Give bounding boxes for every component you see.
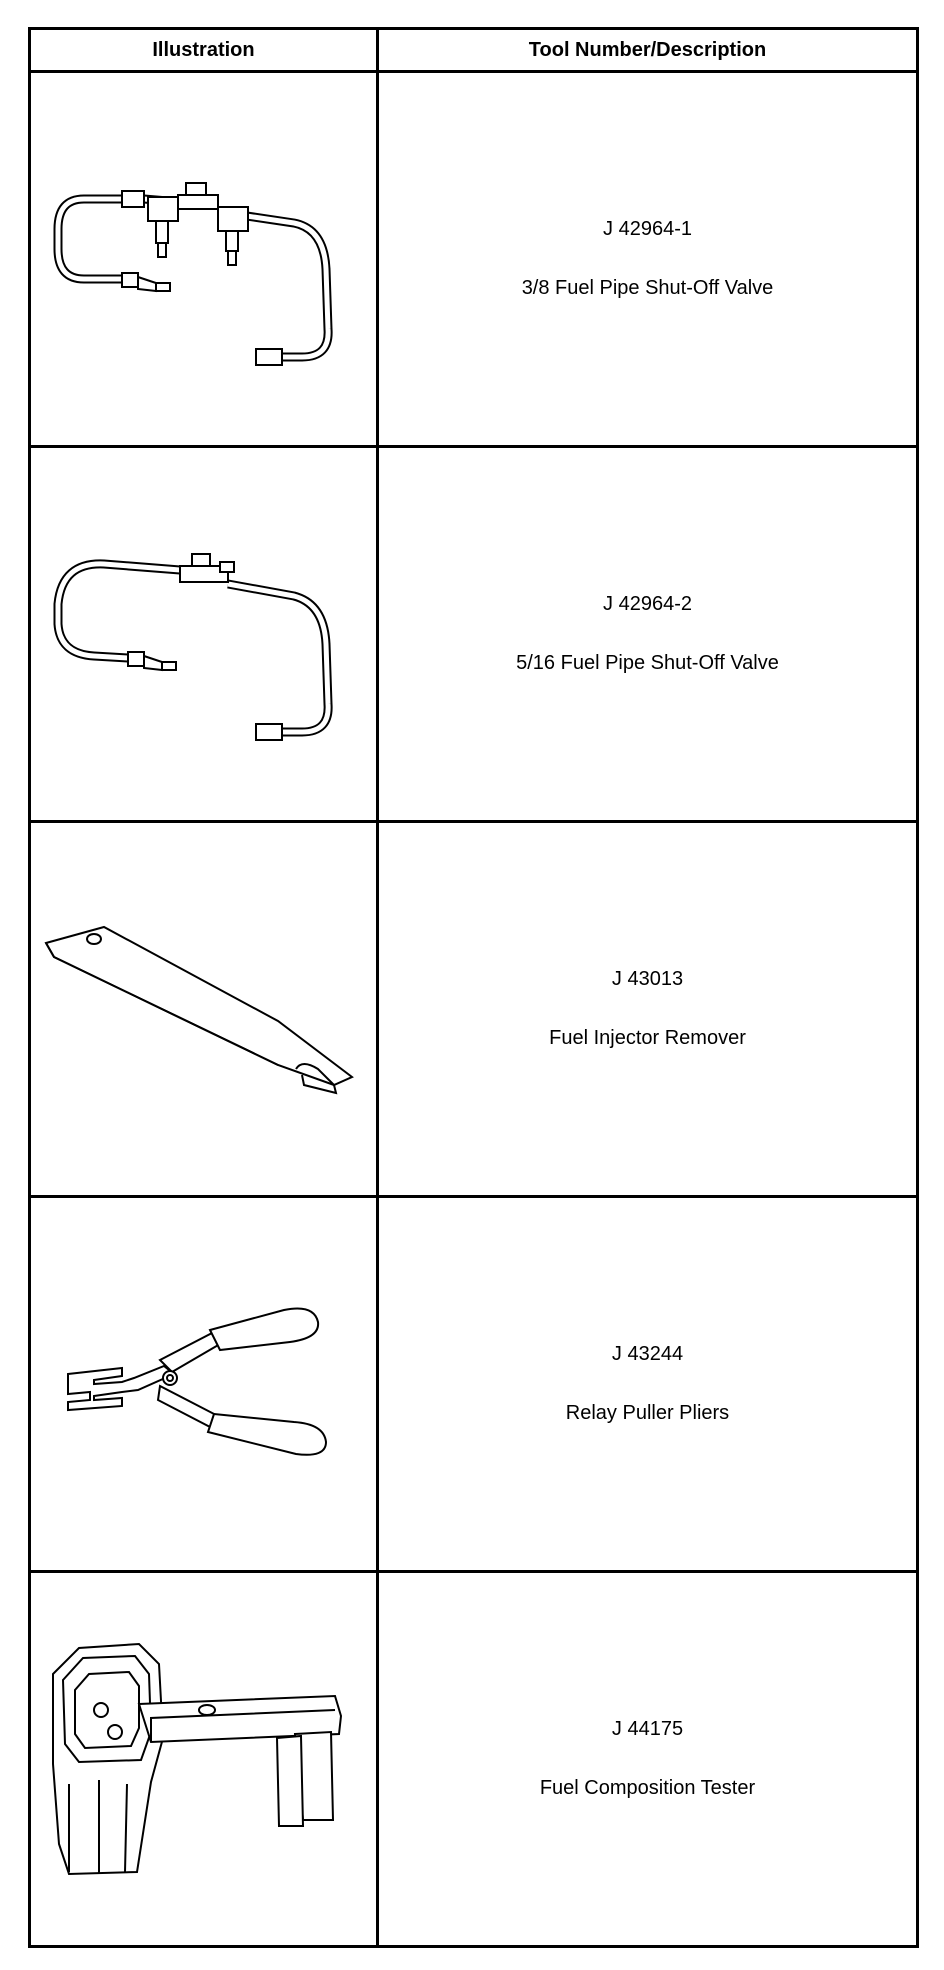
fuel-pipe-shutoff-valve-icon [53,553,333,741]
table-row: J 42964-2 5/16 Fuel Pipe Shut-Off Valve [28,445,919,823]
tool-description: 5/16 Fuel Pipe Shut-Off Valve [516,652,779,674]
fuel-composition-tester-icon [51,1642,342,1876]
tool-description: Fuel Composition Tester [539,1777,756,1799]
tool-number: J 42964-1 [603,218,692,240]
tool-description: 3/8 Fuel Pipe Shut-Off Valve [521,277,774,299]
tool-number: J 42964-2 [603,593,692,615]
tool-number: J 44175 [611,1718,684,1740]
injector-remover-icon [43,925,354,1095]
table-row: J 43244 Relay Puller Pliers [28,1195,919,1573]
tool-description: Fuel Injector Remover [549,1027,746,1049]
header-illustration: Illustration [28,27,379,73]
table-row: J 44175 Fuel Composition Tester [28,1570,919,1948]
table-row: J 42964-1 3/8 Fuel Pipe Shut-Off Valve [28,70,919,448]
tool-description: Relay Puller Pliers [565,1402,730,1424]
header-tool-number-description: Tool Number/Description [376,27,919,73]
fuel-pipe-shutoff-valve-icon [53,182,333,366]
tool-number: J 43013 [611,968,684,990]
tool-table: Illustration Tool Number/Description [28,27,919,1948]
table-row: J 43013 Fuel Injector Remover [28,820,919,1198]
tool-number: J 43244 [611,1343,684,1365]
relay-puller-pliers-icon [66,1307,327,1456]
